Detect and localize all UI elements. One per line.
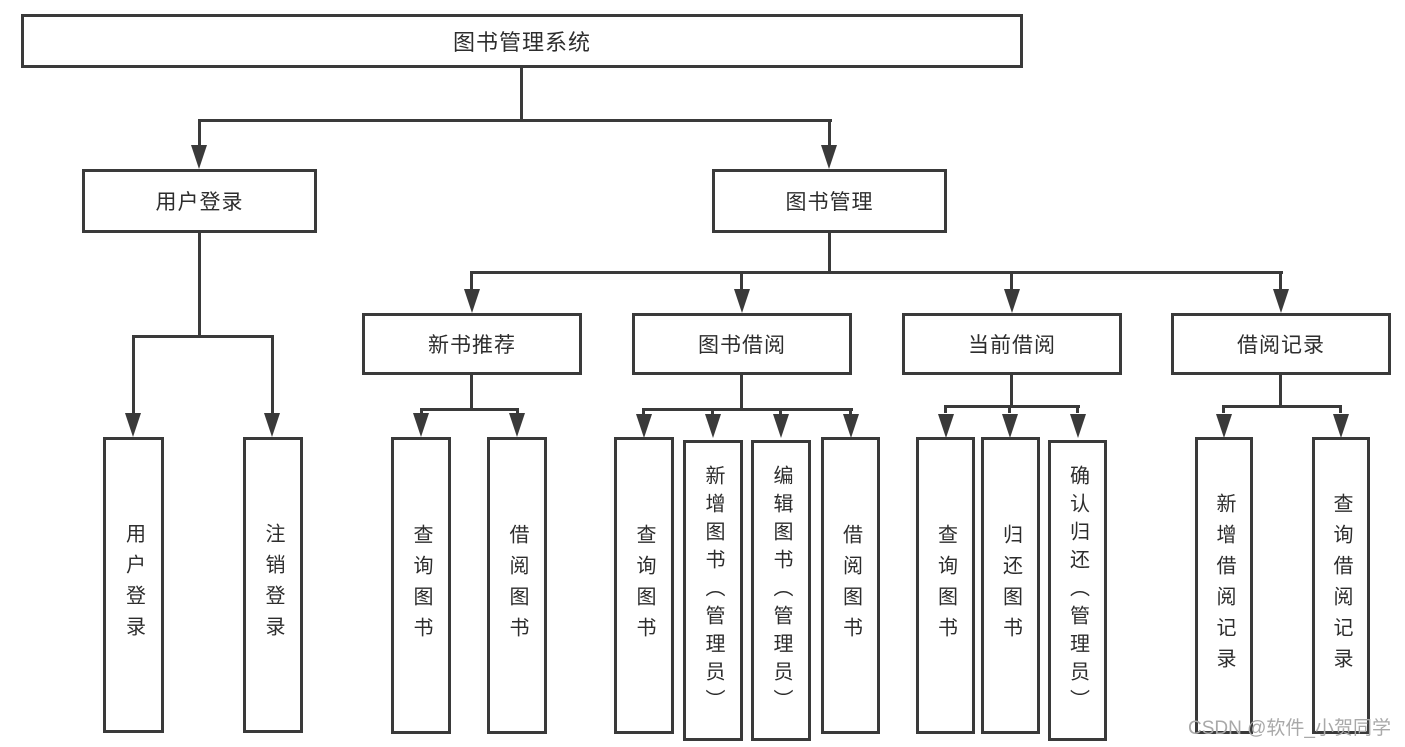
leaf-query-books-current-label: 查询图书 [934,523,957,648]
connector-line [1222,405,1225,413]
node-library-system: 图书管理系统 [21,14,1023,68]
arrow-down-icon [125,413,141,437]
leaf-return-books: 归还图书 [981,437,1040,734]
connector-line [132,335,274,338]
connector-line [132,335,135,415]
connector-line [642,408,645,416]
connector-line [471,271,1283,274]
arrow-down-icon [1216,414,1232,438]
arrow-down-icon [1070,414,1086,438]
connector-line [1339,405,1342,413]
arrow-down-icon [413,413,429,437]
connector-line [740,375,743,410]
connector-line [420,408,423,416]
leaf-query-borrow-record: 查询借阅记录 [1312,437,1370,734]
node-borrowing-records: 借阅记录 [1171,313,1391,375]
connector-line [1279,375,1282,407]
arrow-down-icon [734,289,750,313]
arrow-down-icon [509,413,525,437]
arrow-down-icon [705,414,721,438]
connector-line [828,119,831,149]
leaf-add-book-admin: 新增图书（管理员） [683,440,743,741]
connector-line [944,405,947,413]
leaf-return-books-label: 归还图书 [999,523,1022,648]
connector-line [1224,405,1342,408]
leaf-query-books-recommend-label: 查询图书 [410,523,432,648]
leaf-borrow-books-borrowing: 借阅图书 [821,437,880,734]
connector-line [198,119,201,149]
arrow-down-icon [1004,289,1020,313]
connector-line [828,233,831,274]
node-current-borrowing: 当前借阅 [902,313,1122,375]
connector-line [1279,271,1282,291]
connector-line [516,408,519,416]
leaf-logout-label: 注销登录 [262,523,284,647]
leaf-confirm-return-admin-label: 确认归还（管理员） [1066,464,1089,717]
leaf-query-borrow-record-label: 查询借阅记录 [1330,492,1352,679]
connector-line [779,408,782,416]
connector-line [198,119,832,122]
connector-line [1010,375,1013,407]
node-user-login: 用户登录 [82,169,317,233]
connector-line [470,375,473,410]
arrow-down-icon [1002,414,1018,438]
connector-line [420,408,519,411]
leaf-query-books-recommend: 查询图书 [391,437,451,734]
leaf-add-book-admin-label: 新增图书（管理员） [702,464,724,717]
node-new-book-recommend: 新书推荐 [362,313,582,375]
arrow-down-icon [938,414,954,438]
arrow-down-icon [191,145,207,169]
leaf-query-books-borrowing: 查询图书 [614,437,674,734]
arrow-down-icon [843,414,859,438]
leaf-logout: 注销登录 [243,437,303,733]
arrow-down-icon [264,413,280,437]
connector-line [711,408,714,416]
arrow-down-icon [821,145,837,169]
leaf-edit-book-admin-label: 编辑图书（管理员） [770,464,792,717]
leaf-user-login-label: 用户登录 [122,523,145,647]
connector-line [520,68,523,121]
node-book-borrowing: 图书借阅 [632,313,852,375]
leaf-user-login: 用户登录 [103,437,164,733]
connector-line [740,271,743,291]
arrow-down-icon [1333,414,1349,438]
leaf-query-books-current: 查询图书 [916,437,975,734]
arrow-down-icon [1273,289,1289,313]
connector-line [1010,271,1013,291]
leaf-add-borrow-record-label: 新增借阅记录 [1213,492,1235,679]
leaf-add-borrow-record: 新增借阅记录 [1195,437,1253,734]
arrow-down-icon [636,414,652,438]
connector-line [1008,405,1011,413]
connector-line [643,408,853,411]
leaf-edit-book-admin: 编辑图书（管理员） [751,440,811,741]
connector-line [271,335,274,415]
connector-line [198,233,201,337]
connector-line [470,271,473,291]
leaf-borrow-books-borrowing-label: 借阅图书 [839,523,862,648]
arrow-down-icon [464,289,480,313]
connector-line [945,405,1080,408]
arrow-down-icon [773,414,789,438]
connector-line [849,408,852,416]
leaf-confirm-return-admin: 确认归还（管理员） [1048,440,1107,741]
leaf-query-books-borrowing-label: 查询图书 [633,523,655,648]
node-book-management: 图书管理 [712,169,947,233]
leaf-borrow-books-recommend-label: 借阅图书 [506,523,528,648]
csdn-watermark: CSDN @软件_小贺同学 [1188,718,1391,739]
connector-line [1076,405,1079,413]
leaf-borrow-books-recommend: 借阅图书 [487,437,547,734]
